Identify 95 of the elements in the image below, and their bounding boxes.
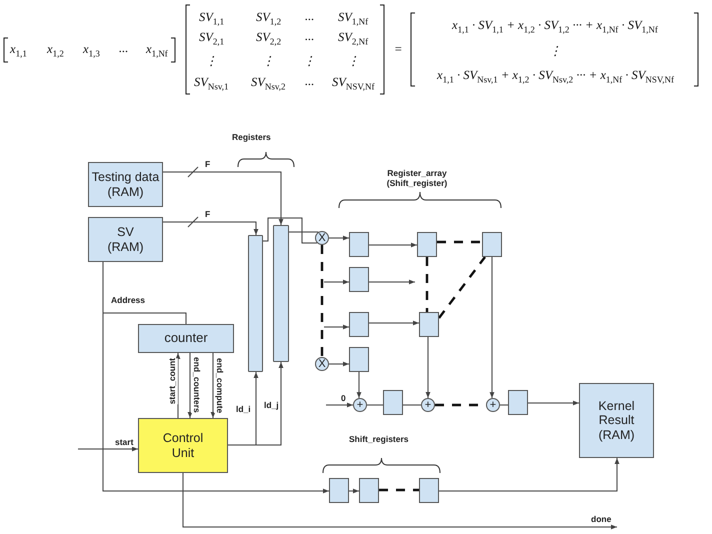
register-box <box>359 478 379 503</box>
signal-label: ld_j <box>263 401 280 410</box>
arrow <box>188 352 192 418</box>
control-unit-block: Control Unit <box>138 418 228 473</box>
arrow <box>324 324 350 330</box>
register-column <box>273 225 289 362</box>
ellipsis: ... <box>305 74 314 88</box>
signal-label: F <box>204 210 212 219</box>
group-label: Registers <box>232 133 271 143</box>
math-term: x$_{1,1}$ <box>10 42 27 59</box>
arrow <box>426 336 430 398</box>
register-box <box>349 267 369 292</box>
multiplier-circle: X <box>315 231 329 245</box>
multiplier-circle: X <box>315 357 329 371</box>
arrow <box>210 352 216 418</box>
dashed-line <box>437 240 482 244</box>
ellipsis: ... <box>119 41 128 56</box>
register-box <box>419 478 439 503</box>
adder-circle: + <box>486 398 500 412</box>
arrow <box>348 488 360 494</box>
signal-label: 0 <box>340 394 347 403</box>
group-label: Register_array (Shift_register) <box>386 169 448 189</box>
memory-block: Testing data (RAM) <box>88 162 163 207</box>
equation-row: x$_{1,1}$ · SV$_{1,1}$ + x$_{1,2}$ · SV$_{1,2}$ ··· + x$_{1,Nf}$ · SV$_{1,Nf}$ <box>452 18 658 35</box>
counter-block: counter <box>138 324 234 353</box>
dashed-line <box>320 245 324 357</box>
math-term: SV$_{NSV,Nf}$ <box>332 75 374 92</box>
vertical-ellipsis: ⋮ <box>262 54 275 68</box>
vertical-ellipsis: ⋮ <box>347 54 360 68</box>
arrow <box>176 352 180 418</box>
arrow <box>102 312 330 494</box>
math-term: SV$_{1,1}$ <box>199 10 224 27</box>
arrow <box>528 400 580 406</box>
signal-label: start <box>114 438 134 447</box>
signal-label: F <box>204 160 212 169</box>
ellipsis: ... <box>305 9 314 24</box>
arrow <box>78 446 138 452</box>
memory-block: Kernel Result (RAM) <box>579 383 654 458</box>
arrow <box>326 402 354 408</box>
arrow <box>368 242 418 248</box>
vertical-ellipsis: ⋮ <box>303 54 316 68</box>
arrow <box>328 236 350 240</box>
dashed-line <box>379 488 419 492</box>
signal-label: done <box>590 515 612 524</box>
ellipsis: ... <box>305 29 314 44</box>
dashed-line <box>438 256 486 319</box>
arrow <box>328 362 350 366</box>
math-term: SV$_{1,2}$ <box>256 10 282 27</box>
arrow <box>368 280 416 284</box>
register-column <box>248 235 263 372</box>
group-label: Shift_registers <box>349 435 409 445</box>
arrow <box>228 362 284 446</box>
signal-label: end_compute <box>214 358 225 414</box>
register-box <box>349 312 369 337</box>
register-box <box>383 390 403 415</box>
math-term: SV$_{2,Nf}$ <box>338 30 368 47</box>
math-term: x$_{1,2}$ <box>47 42 64 59</box>
equation-row: x$_{1,1}$ · SV$_{Nsv,1}$ + x$_{1,2}$ · SV$_{Nsv,2}$ ··· + x$_{1,Nf}$ · SV$_{NSV,Nf}$ <box>437 68 674 85</box>
signal-label: Address <box>110 296 146 305</box>
math-term: SV$_{Nsv,2}$ <box>251 75 286 92</box>
register-box <box>419 312 439 337</box>
connector-line <box>500 404 508 406</box>
math-term: SV$_{Nsv,1}$ <box>194 75 229 92</box>
connector-line <box>402 404 422 406</box>
equals-sign: = <box>394 42 402 56</box>
signal-label: end_counters <box>191 357 202 413</box>
dashed-line <box>426 257 428 312</box>
register-box <box>482 232 502 257</box>
vertical-ellipsis: ⋮ <box>205 54 218 68</box>
register-box <box>329 478 349 503</box>
register-box <box>349 232 369 257</box>
arrow <box>162 172 284 226</box>
adder-circle: + <box>353 398 367 412</box>
vertical-ellipsis: ⋮ <box>549 44 562 58</box>
arrow <box>182 472 618 530</box>
adder-circle: + <box>421 398 435 412</box>
arrow <box>356 372 362 399</box>
register-box <box>349 347 369 372</box>
arrow <box>438 458 620 492</box>
math-term: SV$_{2,1}$ <box>199 30 224 47</box>
register-box <box>417 232 437 257</box>
arrow <box>324 280 350 284</box>
register-box <box>508 390 528 415</box>
math-term: SV$_{1,Nf}$ <box>338 10 368 27</box>
memory-block: SV (RAM) <box>88 217 163 262</box>
signal-label: ld_i <box>235 405 252 414</box>
math-term: SV$_{2,2}$ <box>256 30 282 47</box>
math-term: x$_{1,3}$ <box>83 42 100 59</box>
connector-line <box>262 218 318 244</box>
connector-line <box>366 404 384 406</box>
signal-label: start_count <box>167 358 178 404</box>
arrow <box>368 320 420 326</box>
arrow <box>490 256 494 399</box>
arrow <box>162 222 258 236</box>
math-term: x$_{1,Nf}$ <box>146 42 168 59</box>
